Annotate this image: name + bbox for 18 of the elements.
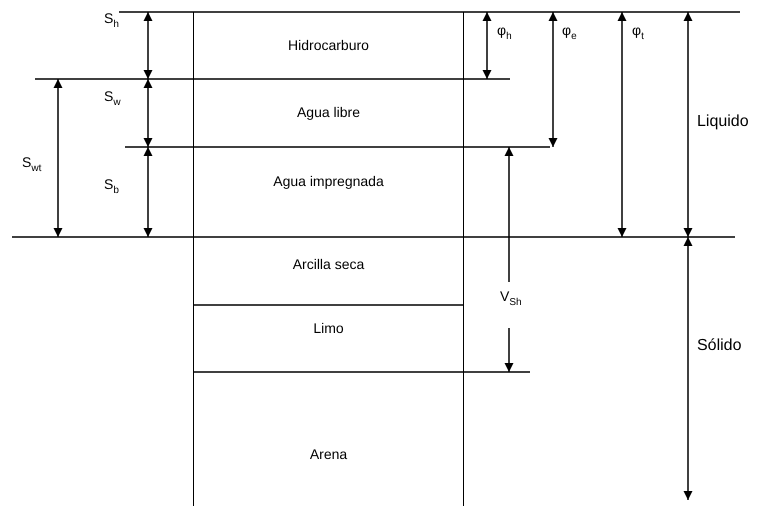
layer-label: Arcilla seca <box>292 256 364 272</box>
layer-band <box>193 79 464 147</box>
layer-label: Limo <box>313 320 344 336</box>
symbol-label: S$_{b}$ <box>104 176 119 196</box>
layer-band <box>193 372 464 506</box>
phase-label: Liquido <box>697 113 749 131</box>
layer-band <box>193 12 464 79</box>
symbol-label: V$_{Sh}$ <box>500 288 522 308</box>
symbol-label: S$_{wt}$ <box>22 154 42 174</box>
symbol-label: S$_{h}$ <box>104 10 119 30</box>
layer-label: Agua libre <box>296 104 360 120</box>
layer-band <box>193 237 464 305</box>
layer-band <box>193 305 464 372</box>
symbol-label: S$_{w}$ <box>104 88 121 108</box>
layer-label: Agua impregnada <box>273 173 384 189</box>
layer-label: Hidrocarburo <box>288 37 369 53</box>
layer-band <box>193 147 464 237</box>
layer-label: Arena <box>310 446 348 462</box>
